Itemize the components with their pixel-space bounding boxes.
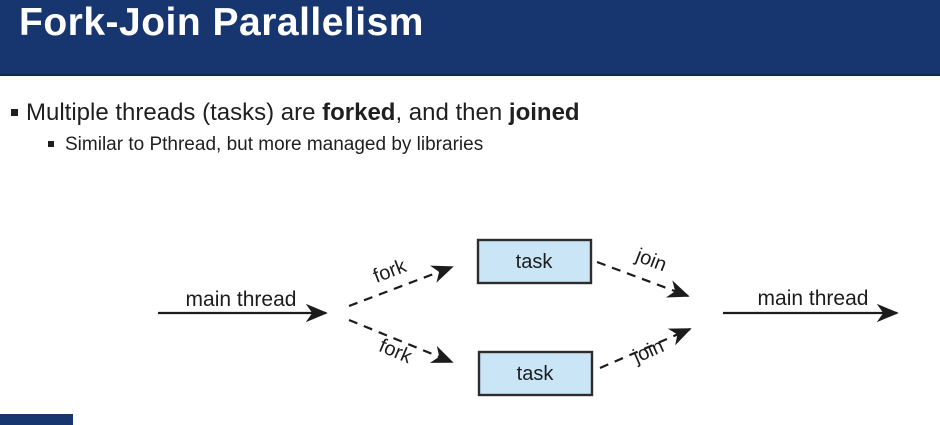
task-top-label: task — [516, 251, 554, 273]
slide-header: Fork-Join Parallelism — [0, 0, 940, 76]
join-bottom-label: join — [629, 335, 667, 368]
bullet-main-bold-joined: joined — [508, 99, 580, 126]
task-box-top — [476, 238, 593, 285]
bullet-sub: Similar to Pthread, but more managed by … — [48, 133, 483, 157]
bullet-main-bold-forked: forked — [322, 99, 396, 126]
fork-bottom-arrow — [348, 318, 454, 364]
bullet-main: Multiple threads (tasks) are forked, and… — [11, 98, 580, 128]
bullet-square-icon — [11, 109, 18, 116]
bullet-main-pre: Multiple threads (tasks) are — [26, 99, 323, 126]
bullet-square-icon — [48, 141, 54, 147]
main-thread-right-label: main thread — [758, 287, 869, 310]
main-thread-left-label: main thread — [186, 288, 297, 311]
fork-top-label: fork — [370, 255, 410, 288]
bullet-main-text: Multiple threads (tasks) are forked, and… — [26, 98, 580, 128]
slide-title: Fork-Join Parallelism — [19, 1, 424, 44]
bullet-main-mid: , and then — [395, 99, 509, 126]
task-box-bottom — [477, 350, 594, 397]
bullet-sub-text: Similar to Pthread, but more managed by … — [65, 134, 484, 155]
task-bottom-label: task — [517, 363, 555, 385]
join-top-label: join — [632, 244, 670, 276]
join-top-arrow — [596, 260, 690, 298]
fork-bottom-label: fork — [376, 335, 416, 369]
footer-accent-bar — [0, 414, 73, 425]
join-bottom-arrow — [599, 327, 692, 370]
fork-top-arrow — [348, 265, 454, 308]
